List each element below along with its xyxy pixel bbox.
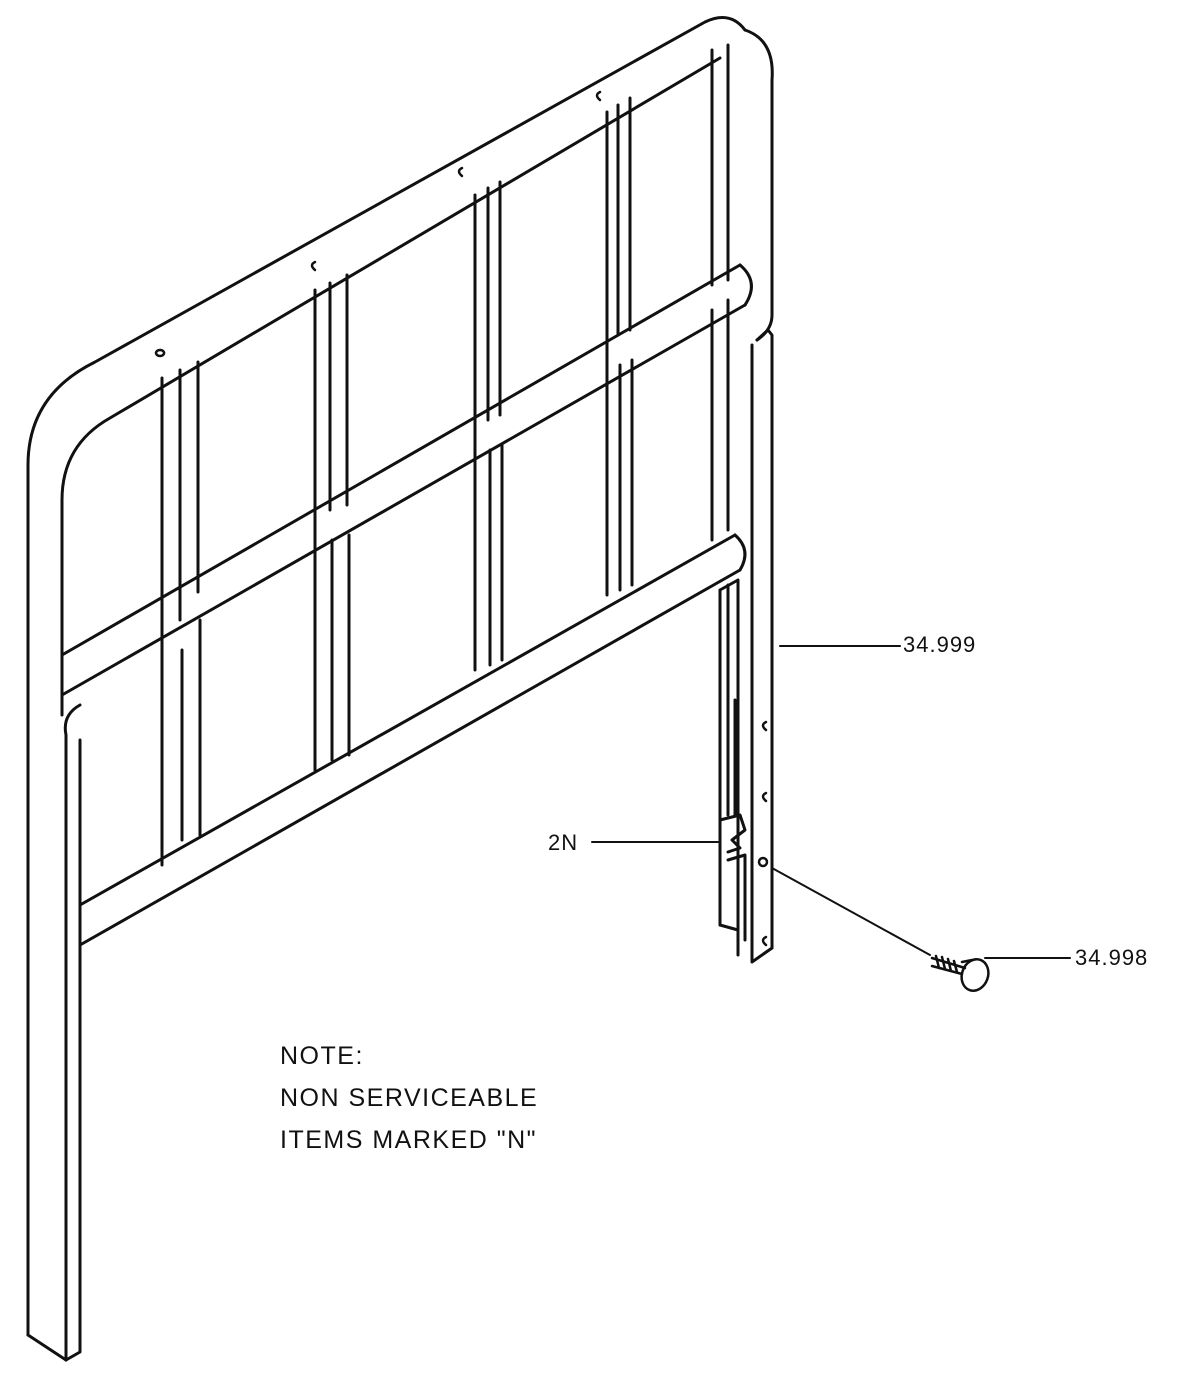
headboard-frame: [26, 16, 774, 1362]
note-line-1: NON SERVICEABLE: [280, 1084, 539, 1112]
top-rail-holes: [154, 90, 602, 358]
side-bracket: [718, 578, 747, 957]
upper-rail: [60, 263, 753, 697]
note-line-2: ITEMS MARKED "N": [280, 1126, 538, 1154]
lower-rail: [78, 533, 747, 947]
post-holes: [757, 720, 769, 947]
note-heading: NOTE:: [280, 1042, 364, 1070]
leader-lines: [591, 645, 1071, 959]
vertical-spindles: [160, 96, 634, 867]
callout-34-999: 34.999: [903, 632, 977, 657]
service-note: NOTE: NON SERVICEABLE ITEMS MARKED "N": [280, 1035, 538, 1161]
callout-2n: 2N: [548, 830, 579, 855]
bolt-part: [930, 954, 990, 992]
callout-34-998: 34.998: [1075, 945, 1149, 970]
